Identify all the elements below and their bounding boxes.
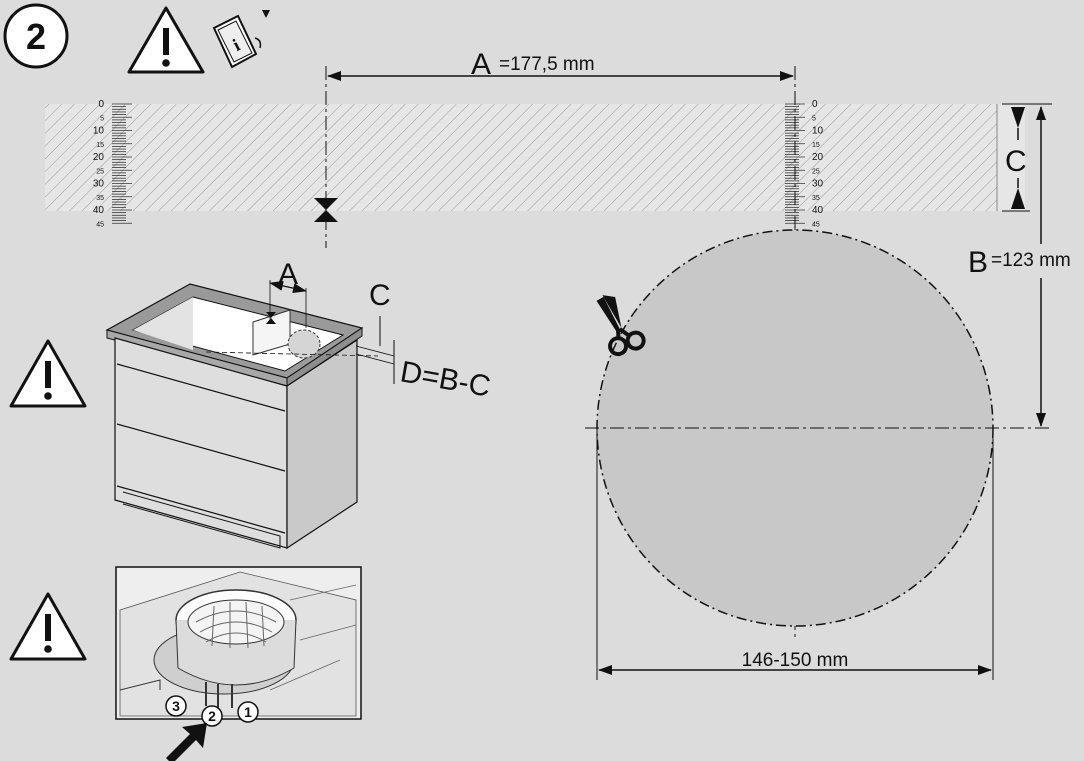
ruler-tick-label: 40: [93, 205, 105, 216]
ruler-tick-label: 30: [812, 179, 824, 190]
ruler-tick-label: 20: [812, 152, 824, 163]
scissors-icon: [596, 295, 646, 357]
ruler-tick-label: 15: [812, 142, 820, 149]
center-marker-icon: [314, 198, 338, 222]
ruler-tick-label: 25: [812, 168, 820, 175]
dimension-b: B =123 mm: [968, 106, 1071, 427]
dimension-diameter-value: 146-150 mm: [742, 650, 849, 671]
ruler-tick-label: 35: [812, 195, 820, 202]
cutout-circle: [585, 229, 1050, 680]
dimension-b-value: =123 mm: [991, 250, 1071, 271]
fitting-detail-illustration: [115, 566, 362, 720]
step-badge: 2: [3, 3, 69, 69]
dimension-c-letter: C: [1005, 145, 1027, 178]
ruler-tick-label: 45: [96, 221, 104, 228]
ruler-tick-label: 15: [96, 142, 104, 149]
dimension-c: C: [1002, 103, 1052, 212]
read-manual-icon: i: [212, 10, 270, 69]
template-strip: [45, 104, 1025, 211]
ruler-tick-label: 0: [98, 99, 104, 110]
cabinet-illustration: [105, 280, 395, 550]
ruler-tick-label: 10: [93, 126, 105, 137]
depth-formula: D=B-C: [398, 355, 493, 403]
callout-1: 1: [237, 701, 259, 723]
depth-ruler-left: 0 5 10 15 20 25 30 35 40 45: [93, 99, 132, 228]
ruler-tick-label: 40: [812, 205, 824, 216]
dimension-a-value: =177,5 mm: [499, 54, 595, 75]
ruler-tick-label: 35: [96, 195, 104, 202]
warning-triangle-icon: [127, 6, 205, 74]
callout-2: 2: [201, 705, 223, 727]
ruler-tick-label: 5: [100, 115, 104, 122]
dimension-diameter: 146-150 mm: [598, 650, 992, 675]
dimension-a: A =177,5 mm: [327, 48, 794, 81]
ruler-tick-label: 5: [812, 115, 816, 122]
ruler-tick-label: 20: [93, 152, 105, 163]
dimension-a-letter: A: [471, 48, 491, 81]
cabinet-dimension-c: C: [369, 279, 391, 312]
dimension-b-letter: B: [968, 246, 988, 279]
cabinet-dimension-a: A: [278, 258, 298, 291]
ruler-tick-label: 25: [96, 168, 104, 175]
ruler-tick-label: 0: [812, 99, 818, 110]
callout-3: 3: [165, 695, 187, 717]
svg-text:2: 2: [208, 708, 216, 724]
depth-ruler-right: 0 5 10 15 20 25 30 35 40 45: [785, 99, 824, 228]
ruler-tick-label: 45: [812, 221, 820, 228]
push-arrow-icon: [166, 723, 207, 761]
ruler-tick-label: 30: [93, 179, 105, 190]
svg-text:3: 3: [172, 698, 180, 714]
warning-triangle-icon: [9, 339, 87, 408]
svg-text:1: 1: [244, 704, 252, 720]
warning-triangle-icon: [9, 592, 87, 661]
ruler-tick-label: 10: [812, 126, 824, 137]
step-number: 2: [26, 16, 46, 57]
